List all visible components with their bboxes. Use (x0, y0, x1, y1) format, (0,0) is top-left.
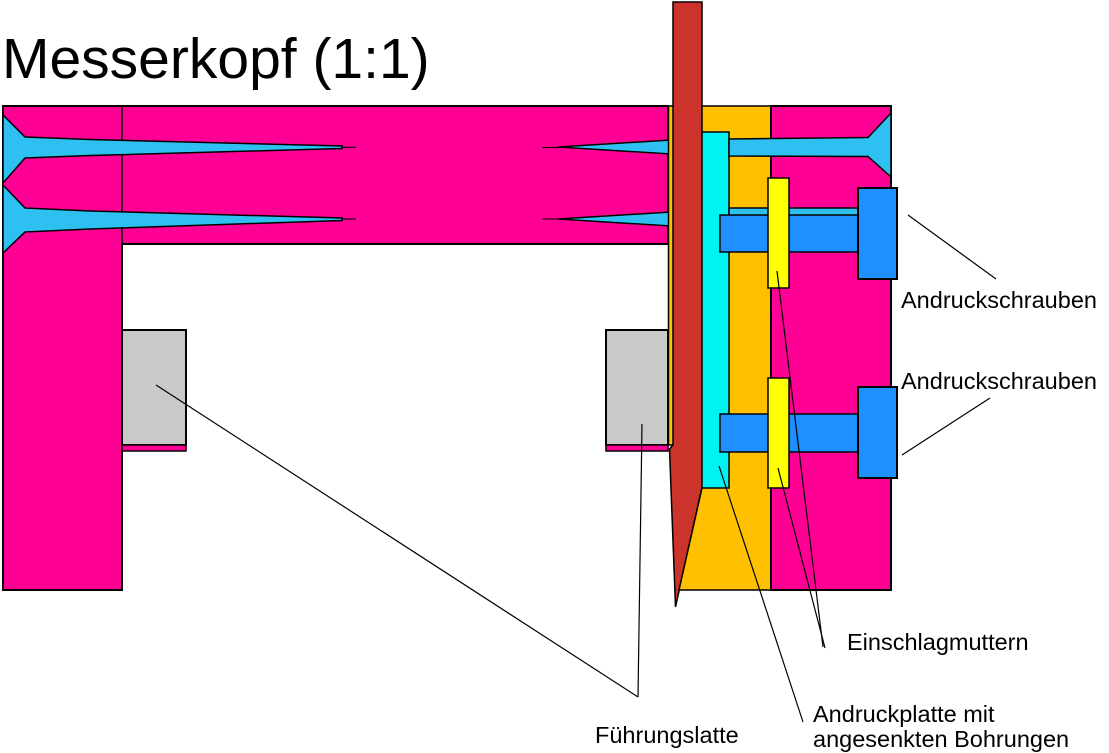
guide-batten-right-seat (605, 444, 669, 452)
label-einschlagmuttern: Einschlagmuttern (847, 629, 1029, 655)
label-andruckplatte-line2: angesenkten Bohrungen (813, 726, 1069, 752)
drive-in-nut-bottom (767, 377, 790, 489)
leader-nut-top (776, 270, 824, 648)
leader-batten-left (155, 384, 639, 698)
label-andruckplatte-line1: Andruckplatte mit (813, 701, 995, 727)
leader-screw-bottom (901, 397, 991, 456)
leader-nut-bottom (777, 467, 826, 649)
leader-screw-top (907, 214, 997, 280)
label-fuehrungslatte: Führungslatte (595, 722, 739, 748)
guide-batten-left (121, 329, 187, 446)
guide-batten-left-seat (121, 444, 187, 452)
saw-blade (668, 1, 703, 608)
leader-pressure-plate (718, 465, 804, 723)
label-andruckschrauben-top: Andruckschrauben (901, 287, 1097, 313)
drive-in-nut-top (767, 177, 790, 289)
guide-batten-right (605, 329, 669, 446)
cutter-body-right-block (770, 105, 892, 591)
label-andruckschrauben-bottom: Andruckschrauben (901, 368, 1097, 394)
pressure-screw-top-head (857, 187, 898, 280)
pressure-screw-bottom-head (857, 386, 898, 479)
countersunk-bore-right-top (728, 111, 892, 179)
leader-batten-right (637, 423, 643, 698)
countersunk-slot-bottom-left (2, 183, 343, 255)
cutter-body-left-block (2, 105, 669, 591)
drawing-title: Messerkopf (1:1) (2, 27, 430, 91)
countersunk-slot-top-left (2, 113, 343, 185)
